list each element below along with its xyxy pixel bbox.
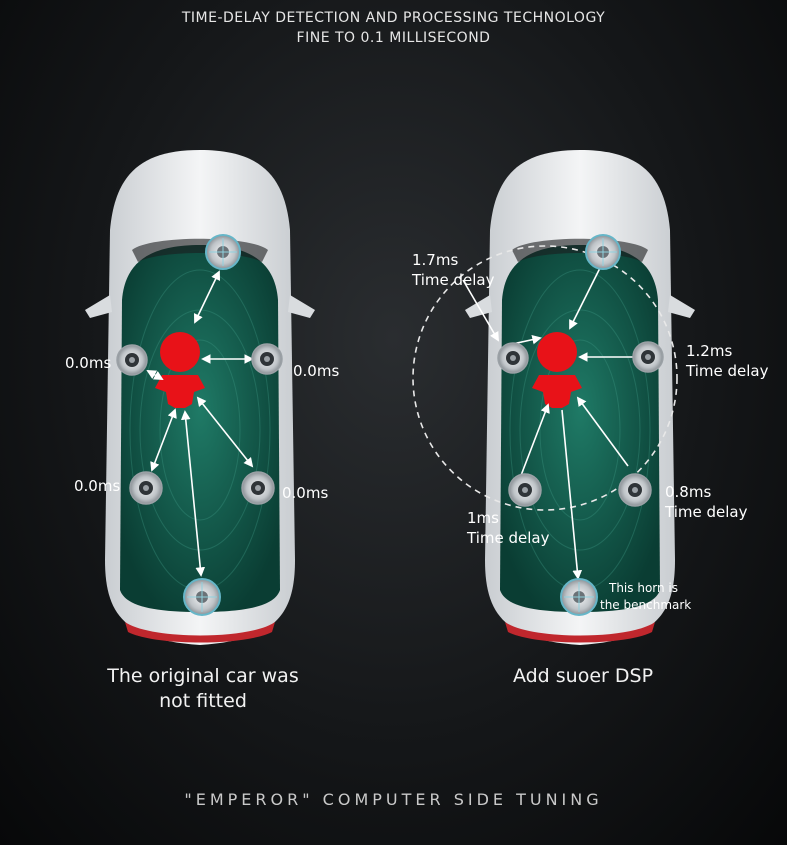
left-listener-head — [160, 332, 200, 372]
right-label-rear-left-value: 1ms — [467, 509, 499, 527]
left-car-taillight — [125, 622, 275, 643]
right-label-benchmark-line1: This horn is — [609, 581, 679, 595]
footer-tagline: "EMPEROR" COMPUTER SIDE TUNING — [184, 790, 603, 809]
left-car-mirror-left — [85, 295, 112, 318]
left-caption-line2: not fitted — [159, 690, 247, 712]
right-label-rear-left-text: Time delay — [467, 529, 550, 547]
right-label-front-text: Time delay — [412, 271, 495, 289]
left-car-mirror-right — [288, 295, 315, 318]
left-listener — [155, 332, 205, 408]
right-speaker-rear-left — [508, 473, 542, 507]
right-speaker-rear-center — [560, 578, 598, 616]
header-line-1: TIME-DELAY DETECTION AND PROCESSING TECH… — [181, 10, 606, 26]
left-label-mid-right: 0.0ms — [293, 362, 340, 380]
left-speaker-rear-right — [241, 471, 275, 505]
right-arrows — [462, 267, 636, 580]
right-speaker-mid-right — [632, 341, 664, 373]
right-delay-circle — [412, 245, 678, 511]
right-label-benchmark-line2: the benchmark — [600, 598, 692, 612]
right-listener-body — [532, 375, 582, 408]
left-caption: The original car was not fitted — [63, 664, 343, 714]
right-label-mid-right-value: 1.2ms — [686, 342, 733, 360]
right-label-mid-right-text: Time delay — [686, 362, 769, 380]
right-car-cabin — [500, 245, 660, 612]
header: TIME-DELAY DETECTION AND PROCESSING TECH… — [0, 8, 787, 48]
left-label-mid-left: 0.0ms — [65, 354, 112, 372]
left-speaker-mid-left — [116, 344, 148, 376]
right-label-front-value: 1.7ms — [412, 251, 459, 269]
right-speaker-mid-left — [497, 342, 529, 374]
left-label-rear-right: 0.0ms — [282, 484, 329, 502]
left-label-rear-left: 0.0ms — [74, 477, 121, 495]
header-line-2: FINE TO 0.1 MILLISECOND — [296, 30, 491, 46]
left-listener-body — [155, 375, 205, 408]
right-car-mirror-right — [668, 295, 695, 318]
right-speaker-rear-right — [618, 473, 652, 507]
left-arrows — [146, 270, 254, 577]
left-speaker-rear-center — [183, 578, 221, 616]
right-listener-head — [537, 332, 577, 372]
left-caption-line1: The original car was — [107, 665, 299, 687]
left-car — [85, 150, 315, 645]
right-listener — [532, 332, 582, 408]
left-speaker-mid-right — [251, 343, 283, 375]
left-speaker-front — [205, 234, 241, 270]
left-speaker-rear-left — [129, 471, 163, 505]
right-car — [412, 150, 695, 645]
right-caption: Add suoer DSP — [512, 665, 654, 687]
right-car-taillight — [505, 622, 655, 643]
right-speaker-front — [585, 234, 621, 270]
right-label-rear-right-value: 0.8ms — [665, 483, 712, 501]
right-label-rear-right-text: Time delay — [665, 503, 748, 521]
